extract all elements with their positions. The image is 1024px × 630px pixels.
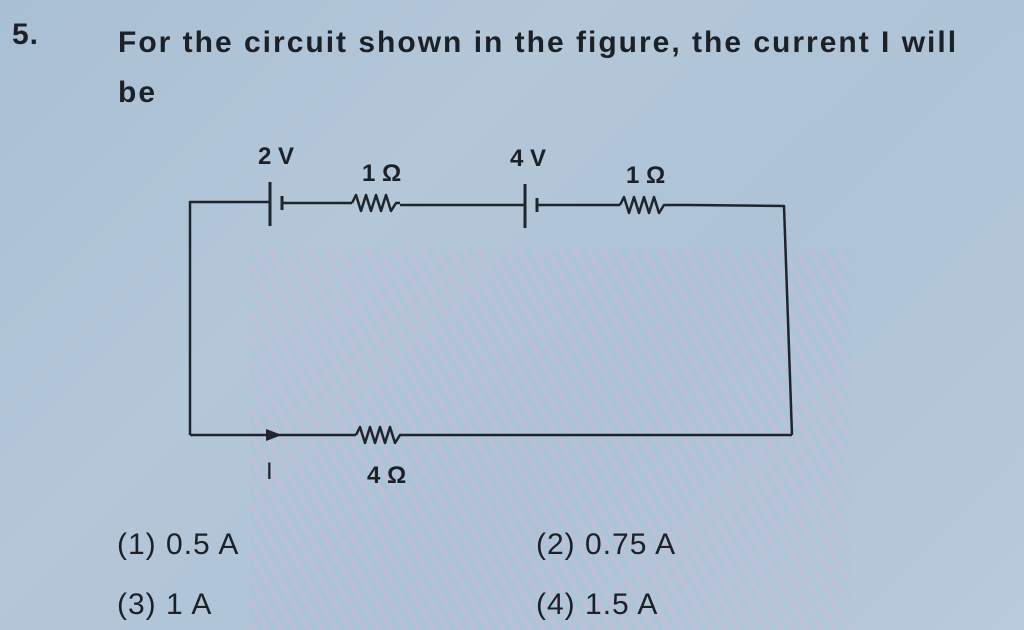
option-4-value: 1.5 A [585, 588, 659, 621]
option-2[interactable]: (2) 0.75 A [536, 528, 676, 562]
label-current-i: I [266, 458, 273, 485]
question-text: For the circuit shown in the figure, the… [118, 26, 959, 109]
option-4-id: (4) [536, 588, 576, 621]
option-3[interactable]: (3) 1 A [117, 588, 212, 622]
option-3-value: 1 A [166, 588, 213, 621]
current-arrow-icon [266, 429, 282, 441]
question-number: 5. [12, 18, 40, 51]
label-4ohm: 4 Ω [367, 462, 407, 489]
label-2v: 2 V [258, 143, 295, 170]
option-2-id: (2) [536, 528, 576, 561]
label-1ohm-b: 1 Ω [626, 162, 666, 189]
option-3-id: (3) [117, 588, 157, 621]
label-1ohm-a: 1 Ω [362, 160, 402, 187]
option-4[interactable]: (4) 1.5 A [536, 588, 658, 622]
option-1-value: 0.5 A [166, 528, 240, 561]
option-2-value: 0.75 A [585, 528, 677, 561]
option-1-id: (1) [117, 528, 157, 561]
label-4v: 4 V [510, 145, 547, 172]
option-1[interactable]: (1) 0.5 A [117, 528, 239, 562]
